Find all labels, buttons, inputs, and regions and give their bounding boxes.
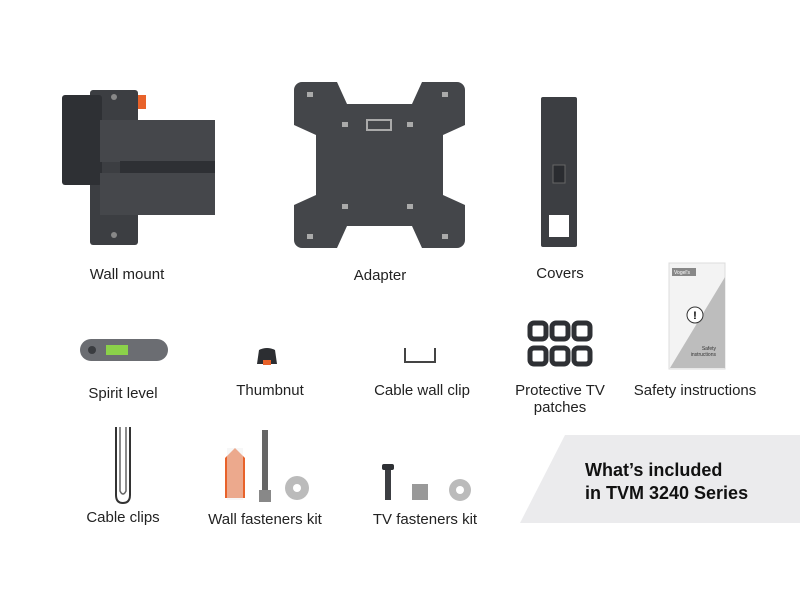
label-cable-clips: Cable clips xyxy=(86,509,160,526)
protective-patches-image xyxy=(527,320,593,367)
banner-line1: What’s included xyxy=(585,460,723,480)
label-wall-fasteners: Wall fasteners kit xyxy=(208,511,322,528)
safety-booklet-image: Vogel's ! Safety instructions xyxy=(668,262,726,370)
spirit-level-image xyxy=(80,339,168,361)
label-protective-patches: Protective TV patches xyxy=(515,382,605,416)
label-thumbnut: Thumbnut xyxy=(236,382,304,399)
banner-line2: in TVM 3240 Series xyxy=(585,483,749,503)
cable-clips-image xyxy=(115,427,131,505)
label-covers: Covers xyxy=(536,265,584,282)
wall-mount-image xyxy=(62,90,215,245)
label-protective-patches-line2: patches xyxy=(533,399,587,416)
label-protective-patches-line1: Protective TV xyxy=(515,382,605,399)
booklet-title-2: instructions xyxy=(691,352,717,358)
svg-text:!: ! xyxy=(693,310,697,322)
tv-fasteners-image xyxy=(382,464,471,501)
banner-title: What’s included in TVM 3240 Series xyxy=(585,459,748,505)
cable-wall-clip-image xyxy=(404,348,436,363)
thumbnut-image xyxy=(257,348,277,365)
label-spirit-level: Spirit level xyxy=(88,385,158,402)
wall-fasteners-image xyxy=(225,430,309,502)
booklet-title-1: Safety xyxy=(702,346,717,352)
label-tv-fasteners: TV fasteners kit xyxy=(372,511,478,528)
label-safety-instructions: Safety instructions xyxy=(633,382,757,399)
adapter-image xyxy=(294,82,465,248)
label-cable-wall-clip: Cable wall clip xyxy=(374,382,470,399)
banner-background xyxy=(520,435,800,523)
label-adapter: Adapter xyxy=(353,267,407,284)
booklet-logo: Vogel's xyxy=(674,270,690,276)
covers-image xyxy=(541,97,577,247)
label-wall-mount: Wall mount xyxy=(89,266,165,283)
